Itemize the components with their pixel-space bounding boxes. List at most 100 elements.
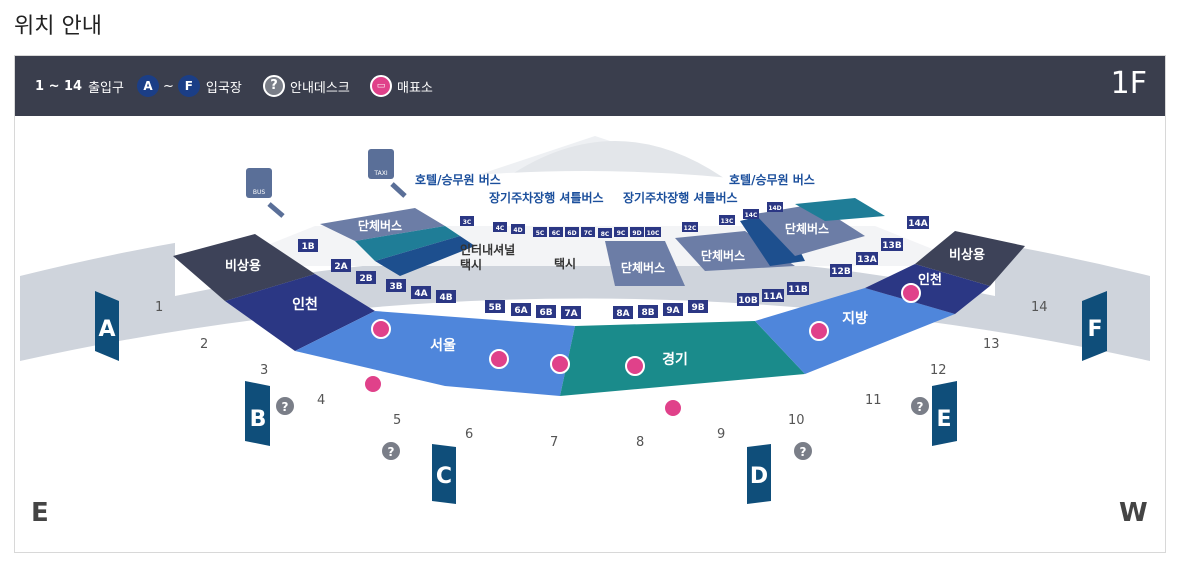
ticket-office-icon[interactable] (363, 374, 383, 394)
stop-6a[interactable] (511, 303, 531, 316)
lane-teal-left (355, 226, 460, 261)
ticket-office-icon[interactable] (550, 354, 570, 374)
stop-label-5c: 5C (536, 230, 545, 237)
stop-6d[interactable] (565, 227, 579, 237)
stop-label-8b: 8B (641, 308, 654, 318)
gate-10[interactable]: 10 (788, 413, 805, 428)
ticket-office-icon[interactable] (625, 356, 645, 376)
zone-jibang (755, 288, 955, 374)
stop-9a[interactable] (663, 303, 683, 316)
incheon-left-label: 인천 (292, 296, 318, 313)
stop-2a[interactable] (331, 259, 351, 272)
stop-12b[interactable] (830, 264, 852, 277)
stop-10b[interactable] (737, 293, 759, 306)
stop-12c[interactable] (682, 222, 698, 232)
stop-4c[interactable] (493, 222, 507, 232)
stop-4d[interactable] (511, 224, 525, 234)
zone-incheon-left (225, 274, 375, 351)
stop-9d[interactable] (630, 227, 644, 237)
ticket-office-icon: ▭ (370, 75, 392, 97)
gate-2[interactable]: 2 (200, 337, 208, 352)
stop-14c[interactable] (743, 209, 759, 219)
entry-marker-a[interactable] (95, 291, 119, 361)
stop-label-11a: 11A (763, 292, 783, 302)
stop-label-11b: 11B (788, 285, 808, 295)
stop-14a[interactable] (907, 216, 929, 229)
gate-9[interactable]: 9 (717, 427, 725, 442)
ticket-office-icon[interactable] (663, 398, 683, 418)
entry-marker-d[interactable] (747, 444, 771, 504)
info-desk-icon[interactable] (792, 440, 814, 462)
entry-marker-e[interactable] (932, 381, 957, 446)
hotel-bus-right-label: 호텔/승무원 버스 (729, 172, 815, 187)
stop-7c[interactable] (581, 227, 595, 237)
stop-3b[interactable] (386, 279, 406, 292)
gate-8[interactable]: 8 (636, 435, 644, 450)
gate-4[interactable]: 4 (317, 393, 325, 408)
map-panel: 1 ~ 14 출입구 A ~ F 입국장 ? 안내데스크 ▭ 매표소 1F 비상… (14, 55, 1166, 553)
stop-13c[interactable] (719, 215, 735, 225)
emergency-right-label: 비상용 (949, 247, 985, 263)
ticket-office-icon[interactable] (901, 283, 921, 303)
stop-11a[interactable] (762, 289, 784, 302)
entry-marker-f[interactable] (1082, 291, 1107, 361)
legend-entry-from: A (137, 75, 159, 97)
ticket-office-icon[interactable] (371, 319, 391, 339)
bus-icon-label: BUS (253, 189, 266, 196)
legend-entry-label: 입국장 (205, 80, 242, 96)
stop-14d[interactable] (767, 202, 783, 212)
gate-12[interactable]: 12 (930, 363, 947, 378)
stop-label-1b: 1B (301, 242, 314, 252)
page-title: 위치 안내 (14, 14, 102, 39)
stop-5c[interactable] (533, 227, 547, 237)
stops-outer: 1B 2A 2B 3B 4A 4B 5B 6A 6B 7A 8A 8B 9A 9… (298, 216, 929, 319)
stop-13b[interactable] (881, 238, 903, 251)
gate-13[interactable]: 13 (983, 337, 1000, 352)
ticket-office-icon[interactable] (809, 321, 829, 341)
stop-13a[interactable] (856, 252, 878, 265)
legend-entries: A ~ F 입국장 (133, 56, 242, 116)
gate-11[interactable]: 11 (865, 393, 882, 408)
gate-6[interactable]: 6 (465, 427, 473, 442)
stop-4b[interactable] (436, 290, 456, 303)
entry-label-d: D (750, 464, 768, 489)
zone-seoul (295, 311, 575, 396)
stop-8a[interactable] (613, 306, 633, 319)
stop-6b[interactable] (536, 305, 556, 318)
stop-8b[interactable] (638, 305, 658, 318)
stop-1b[interactable] (298, 239, 318, 252)
stop-6c[interactable] (549, 227, 563, 237)
info-desk-icon[interactable] (274, 395, 296, 417)
zone-group-bus-left (320, 208, 445, 241)
entry-marker-c[interactable] (432, 444, 456, 504)
stop-11b[interactable] (787, 282, 809, 295)
stop-7a[interactable] (561, 306, 581, 319)
taxi-arrow-icon (390, 182, 407, 198)
gate-5[interactable]: 5 (393, 413, 401, 428)
stop-9c[interactable] (614, 227, 628, 237)
entry-marker-b[interactable] (245, 381, 270, 446)
entry-label-f: F (1087, 317, 1102, 342)
stop-9b[interactable] (688, 300, 708, 313)
gate-3[interactable]: 3 (260, 363, 268, 378)
group-bus-center-label: 단체버스 (621, 260, 665, 275)
stop-3c[interactable] (460, 216, 474, 226)
info-desk-icon[interactable] (380, 440, 402, 462)
stop-label-7a: 7A (564, 309, 577, 319)
gate-14[interactable]: 14 (1031, 300, 1048, 315)
bus-arrow-icon (267, 202, 285, 218)
stop-5b[interactable] (485, 300, 505, 313)
stop-8c[interactable] (598, 228, 612, 238)
stop-label-9d: 9D (632, 230, 641, 237)
floor-label: 1F (1110, 66, 1147, 101)
stop-2b[interactable] (356, 271, 376, 284)
stop-4a[interactable] (411, 286, 431, 299)
stop-label-13b: 13B (882, 241, 902, 251)
gate-1[interactable]: 1 (155, 300, 163, 315)
gate-7[interactable]: 7 (550, 435, 558, 450)
legend-entry-sep: ~ (163, 78, 174, 94)
ticket-office-icon[interactable] (489, 349, 509, 369)
stop-label-3b: 3B (389, 282, 402, 292)
stop-10c[interactable] (645, 227, 661, 237)
info-desk-icon[interactable] (909, 395, 931, 417)
